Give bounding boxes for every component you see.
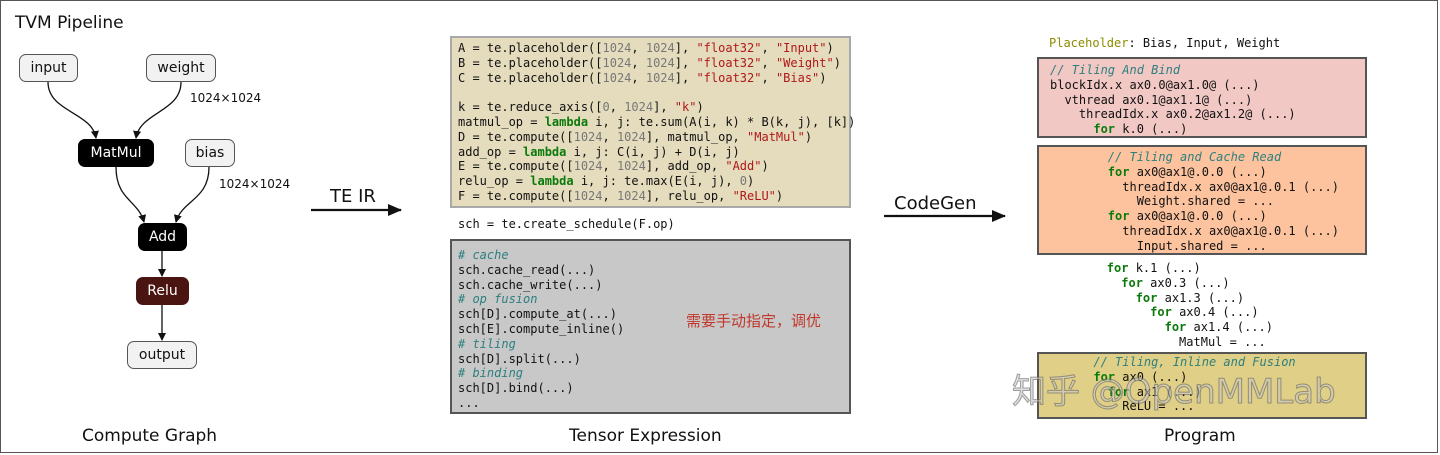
node-add: Add bbox=[138, 223, 187, 251]
code-line: threadIdx.x ax0.2@ax1.2@ (...) bbox=[1050, 107, 1296, 122]
code-line: sch[D].compute_at(...) bbox=[458, 307, 617, 322]
code-line: matmul_op = lambda i, j: te.sum(A(i, k) … bbox=[458, 114, 856, 129]
edge-matmul-add bbox=[115, 166, 147, 223]
code-line: # op fusion bbox=[458, 292, 538, 307]
code-line: for ax0@ax1@.0.0 (...) bbox=[1107, 164, 1267, 179]
weight-dimension: 1024×1024 bbox=[190, 91, 262, 105]
codegen-label: CodeGen bbox=[894, 193, 977, 214]
code-line: F = te.compute([1024, 1024], relu_op, "R… bbox=[458, 188, 784, 203]
code-line: for ax0.4 (...) bbox=[1150, 305, 1259, 320]
code-line: vthread ax0.1@ax1.1@ (...) bbox=[1050, 92, 1253, 107]
node-relu: Relu bbox=[136, 277, 189, 305]
code-line: D = te.compute([1024, 1024], matmul_op, … bbox=[458, 129, 813, 144]
node-weight: weight bbox=[146, 54, 216, 82]
code-line: # cache bbox=[458, 248, 509, 262]
tiling-cache-block: // Tiling and Cache Read for ax0@ax1@.0.… bbox=[1037, 145, 1367, 255]
code-line: for k.0 (...) bbox=[1093, 122, 1188, 137]
manual-tuning-note: 需要手动指定，调优 bbox=[686, 312, 822, 330]
edge-bias-add bbox=[173, 166, 210, 223]
code-line: add_op = lambda i, j: C(i, j) + D(i, j) bbox=[458, 144, 740, 159]
bias-dimension: 1024×1024 bbox=[219, 177, 291, 191]
node-output: output bbox=[127, 341, 197, 369]
code-line: MatMul = ... bbox=[1049, 334, 1266, 349]
code-line: sch[D].split(...) bbox=[458, 351, 581, 366]
edge-weight-matmul bbox=[133, 81, 182, 139]
tensor-expression-code: A = te.placeholder([1024, 1024], "float3… bbox=[450, 36, 856, 208]
code-line: B = te.placeholder([1024, 1024], "float3… bbox=[458, 55, 841, 70]
code-line: A = te.placeholder([1024, 1024], "float3… bbox=[458, 41, 834, 55]
loop-nest-block: for k.1 (...) for ax0.3 (...) for ax1.3 … bbox=[1049, 261, 1273, 350]
watermark: 知乎 @OpenMMLab bbox=[1012, 372, 1337, 413]
code-line bbox=[458, 85, 843, 100]
code-line: ReLU = ... bbox=[1050, 399, 1195, 414]
code-line: ... bbox=[458, 395, 480, 410]
code-line: blockIdx.x ax0.0@ax1.0@ (...) bbox=[1050, 77, 1260, 92]
code-line: E = te.compute([1024, 1024], add_op, "Ad… bbox=[458, 159, 769, 174]
tensor-expression-caption: Tensor Expression bbox=[569, 426, 722, 446]
code-line: for ax1.4 (...) bbox=[1164, 320, 1273, 335]
placeholder-keyword: Placeholder bbox=[1049, 36, 1129, 50]
node-matmul: MatMul bbox=[78, 139, 154, 167]
code-line: for ax0@ax1@.0.0 (...) bbox=[1107, 209, 1267, 224]
code-line: sch.cache_read(...) bbox=[458, 262, 596, 277]
code-line: threadIdx.x ax0@ax1@.0.1 (...) bbox=[1050, 223, 1339, 238]
code-line: for ax0.3 (...) bbox=[1121, 275, 1230, 290]
code-line: sch.cache_write(...) bbox=[458, 277, 603, 292]
edge-input-matmul bbox=[47, 81, 99, 139]
code-line: Input.shared = ... bbox=[1050, 238, 1267, 253]
code-line: sch[D].bind(...) bbox=[458, 381, 574, 396]
code-line: for k.1 (...) bbox=[1106, 261, 1201, 275]
code-line: // Tiling, Inline and Fusion bbox=[1050, 355, 1296, 369]
code-line: // Tiling And Bind bbox=[1050, 63, 1181, 77]
diagram-title: TVM Pipeline bbox=[15, 13, 124, 33]
code-line: threadIdx.x ax0@ax1@.0.1 (...) bbox=[1050, 179, 1339, 194]
code-line: Weight.shared = ... bbox=[1050, 194, 1274, 209]
code-line: k = te.reduce_axis([0, 1024], "k") bbox=[458, 100, 704, 115]
code-line: C = te.placeholder([1024, 1024], "float3… bbox=[458, 70, 827, 85]
placeholder-values: : Bias, Input, Weight bbox=[1128, 36, 1281, 50]
code-line: // Tiling and Cache Read bbox=[1050, 150, 1282, 164]
code-line: relu_op = lambda i, j: te.max(E(i, j), 0… bbox=[458, 174, 755, 189]
code-line: for ax1 (...) bbox=[1107, 384, 1202, 399]
code-line: # tiling bbox=[458, 336, 516, 351]
code-line: sch[E].compute_inline() bbox=[458, 321, 625, 336]
placeholder-line: Placeholder: Bias, Input, Weight bbox=[1049, 36, 1280, 51]
node-bias: bias bbox=[185, 139, 235, 167]
code-line: for ax0 (...) bbox=[1093, 369, 1188, 384]
fusion-block: // Tiling, Inline and Fusion for ax0 (..… bbox=[1037, 352, 1367, 419]
create-schedule-line: sch = te.create_schedule(F.op) bbox=[458, 217, 675, 231]
code-line: for ax1.3 (...) bbox=[1135, 290, 1245, 305]
program-caption: Program bbox=[1164, 426, 1236, 446]
node-input: input bbox=[19, 54, 78, 82]
compute-graph-caption: Compute Graph bbox=[82, 426, 218, 446]
te-ir-label: TE IR bbox=[330, 186, 376, 207]
code-line: # binding bbox=[458, 366, 524, 381]
